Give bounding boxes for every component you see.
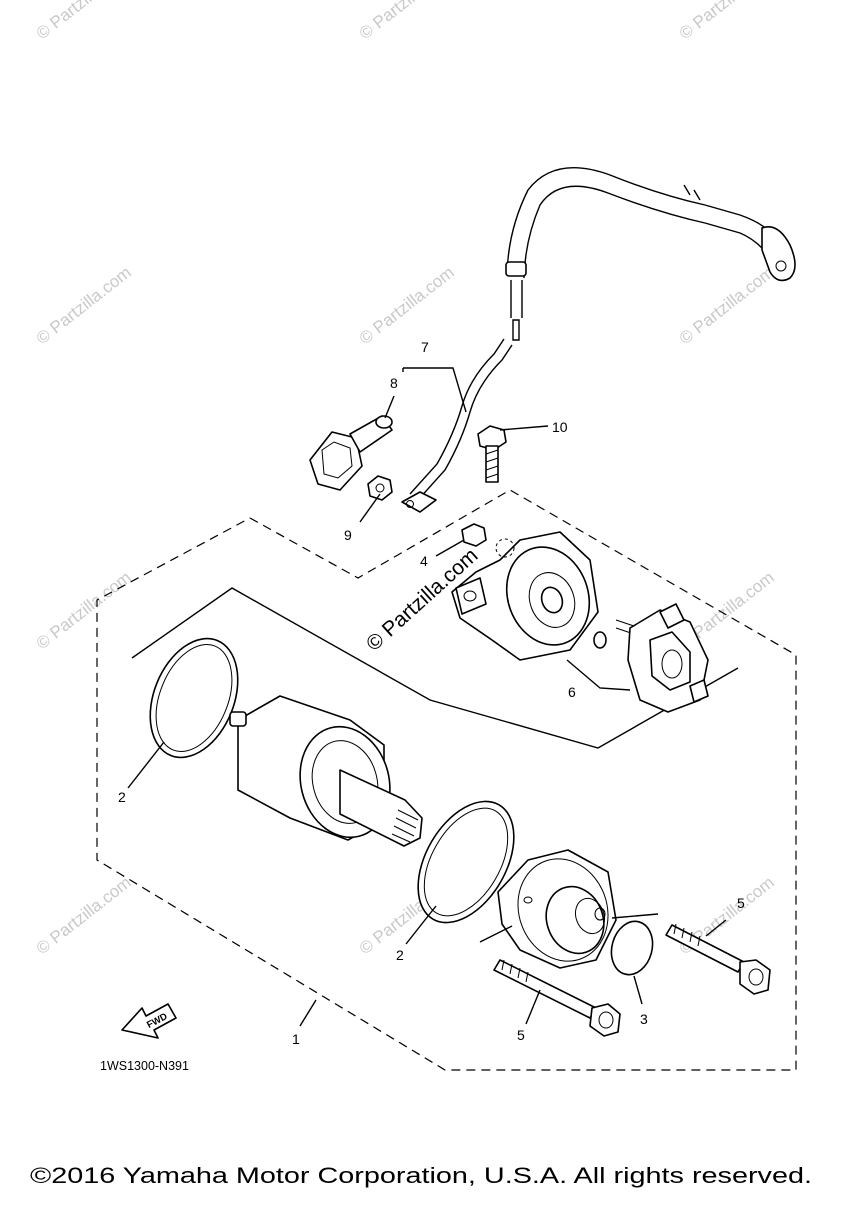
nut-9 xyxy=(367,475,393,501)
callout-6: 6 xyxy=(568,684,576,700)
callout-1: 1 xyxy=(292,1031,300,1047)
diagram-code: 1WS1300-N391 xyxy=(100,1059,189,1073)
bolt-10 xyxy=(477,425,507,483)
callout-bracket-6 xyxy=(566,659,631,691)
watermark: © Partzilla.com xyxy=(33,568,135,654)
assembly-boundary xyxy=(96,489,797,1071)
long-bolt-lower xyxy=(493,959,621,1037)
terminal-cap xyxy=(309,415,393,491)
o-ring-small xyxy=(593,631,607,649)
watermark: © Partzilla.com xyxy=(33,873,135,959)
o-ring-3 xyxy=(610,920,654,976)
long-bolt-upper xyxy=(665,923,771,995)
watermark: © Partzilla.com xyxy=(356,0,458,43)
guide-line xyxy=(611,913,659,919)
copyright-notice: ©2016 Yamaha Motor Corporation, U.S.A. A… xyxy=(30,1163,812,1188)
nut-4 xyxy=(461,523,487,547)
callout-7: 7 xyxy=(421,339,429,355)
inner-guide-outline xyxy=(131,587,739,749)
callout-9: 9 xyxy=(344,527,352,543)
fwd-arrow: FWD xyxy=(121,1003,177,1039)
callout-2-left: 2 xyxy=(118,789,126,805)
watermark: © Partzilla.com xyxy=(33,0,135,43)
watermark: © Partzilla.com xyxy=(676,263,778,349)
callout-4: 4 xyxy=(420,553,428,569)
callout-10: 10 xyxy=(552,419,568,435)
watermark: © Partzilla.com xyxy=(33,263,135,349)
brush-holder xyxy=(615,603,709,713)
guide-line xyxy=(479,925,513,943)
wire-sleeve xyxy=(505,261,527,277)
callout-5-lower: 5 xyxy=(517,1027,525,1043)
callout-5-upper: 5 xyxy=(737,895,745,911)
starter-bracket xyxy=(451,523,599,661)
starter-yoke xyxy=(229,695,423,847)
wire-eyelet xyxy=(401,491,437,513)
callout-2-right: 2 xyxy=(396,947,404,963)
leader-lines xyxy=(127,367,727,1027)
wire-terminal xyxy=(761,226,796,282)
callout-3: 3 xyxy=(640,1011,648,1027)
watermark: © Partzilla.com xyxy=(676,0,778,43)
o-ring-right xyxy=(417,800,515,924)
watermark: © Partzilla.com xyxy=(356,263,458,349)
lead-wire xyxy=(401,167,796,513)
callout-8: 8 xyxy=(390,375,398,391)
front-cover xyxy=(497,849,617,969)
